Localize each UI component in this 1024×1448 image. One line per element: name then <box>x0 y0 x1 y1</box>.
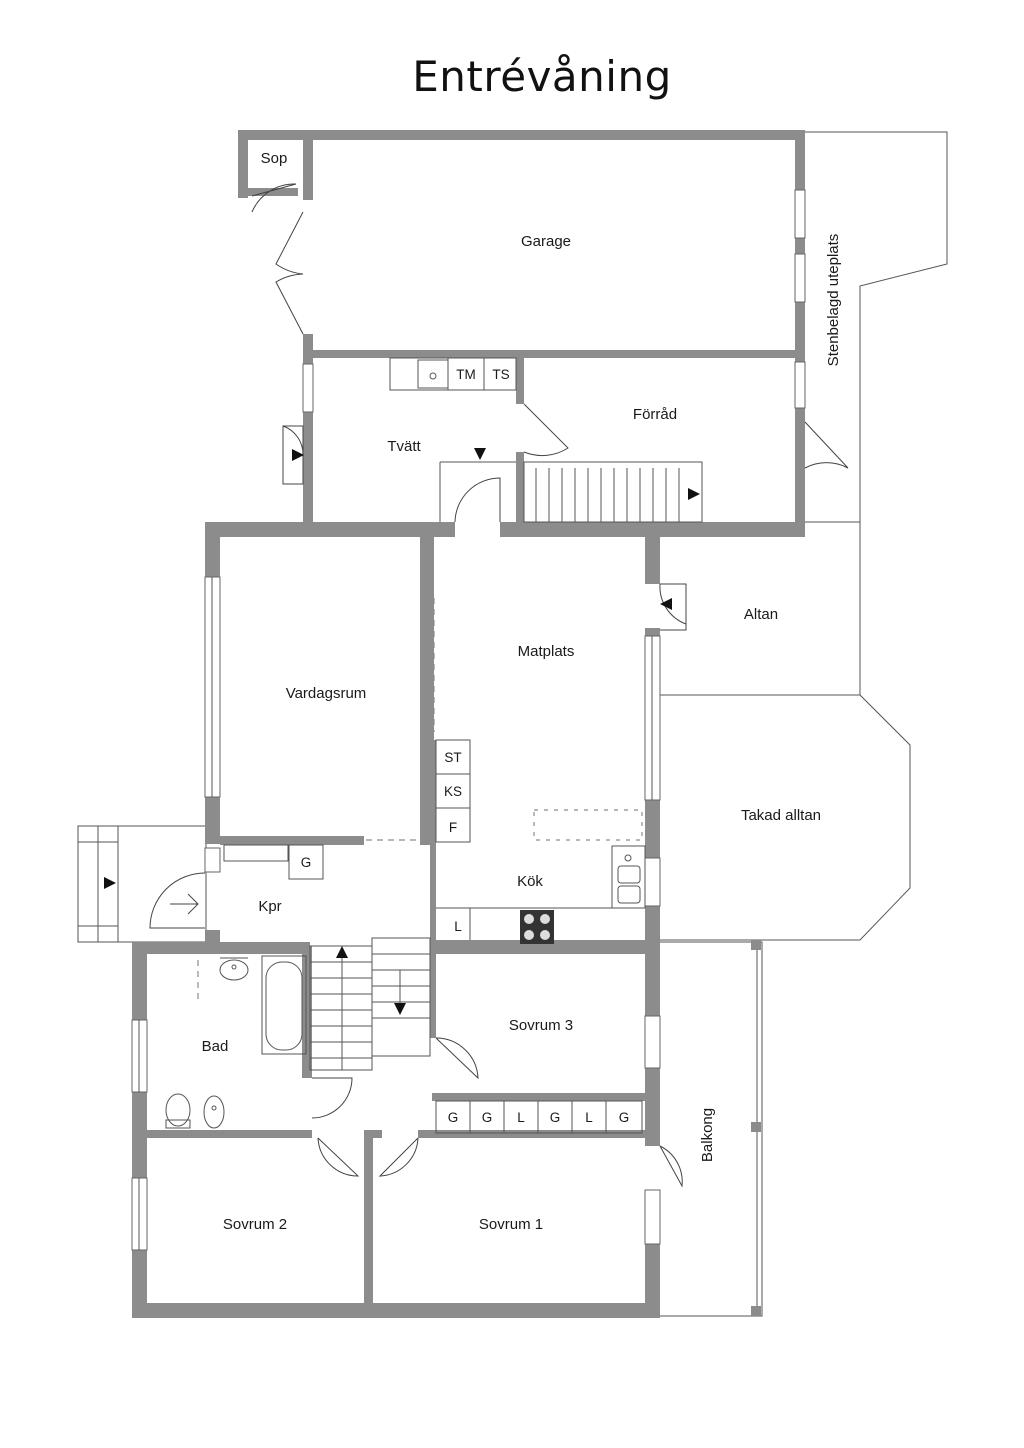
page-title: Entrévåning <box>412 52 672 101</box>
label-altan: Altan <box>744 606 778 623</box>
windows <box>131 189 806 1251</box>
label-wardrobe-4: G <box>550 1110 561 1125</box>
label-tvatt: Tvätt <box>387 438 421 455</box>
dashed-openings <box>197 598 435 1000</box>
label-balkong: Balkong <box>699 1108 716 1162</box>
fixture-labels: TM TS ST KS F G L G G L G L G <box>301 367 630 1125</box>
label-st: ST <box>444 750 461 765</box>
label-takad-altan: Takad alltan <box>741 807 821 824</box>
label-ks: KS <box>444 784 462 799</box>
label-ts: TS <box>492 367 509 382</box>
label-wardrobe-5: L <box>585 1110 593 1125</box>
label-forrad: Förråd <box>633 406 677 423</box>
label-wardrobe-6: G <box>619 1110 630 1125</box>
label-wardrobe-2: G <box>482 1110 493 1125</box>
arrows <box>104 448 700 1015</box>
label-bad: Bad <box>202 1038 229 1055</box>
doors <box>149 183 849 1188</box>
fixtures <box>165 357 761 1316</box>
room-labels: Sop Garage Stenbelagd uteplats Tvätt För… <box>202 150 842 1233</box>
label-matplats: Matplats <box>518 643 575 660</box>
label-tm: TM <box>456 367 476 382</box>
label-sop: Sop <box>261 150 288 167</box>
label-uteplats: Stenbelagd uteplats <box>825 234 842 367</box>
label-kok: Kök <box>517 873 543 890</box>
label-sovrum-2: Sovrum 2 <box>223 1216 287 1233</box>
stairs <box>77 461 703 1071</box>
label-g-hall: G <box>301 855 312 870</box>
outdoor-outlines <box>77 131 948 1317</box>
label-sovrum-1: Sovrum 1 <box>479 1216 543 1233</box>
label-kpr: Kpr <box>258 898 281 915</box>
label-wardrobe-3: L <box>517 1110 525 1125</box>
label-wardrobe-1: G <box>448 1110 459 1125</box>
label-sovrum-3: Sovrum 3 <box>509 1017 573 1034</box>
label-vardagsrum: Vardagsrum <box>286 685 367 702</box>
label-l-kitchen: L <box>454 919 462 934</box>
label-garage: Garage <box>521 233 571 250</box>
label-f: F <box>449 820 457 835</box>
